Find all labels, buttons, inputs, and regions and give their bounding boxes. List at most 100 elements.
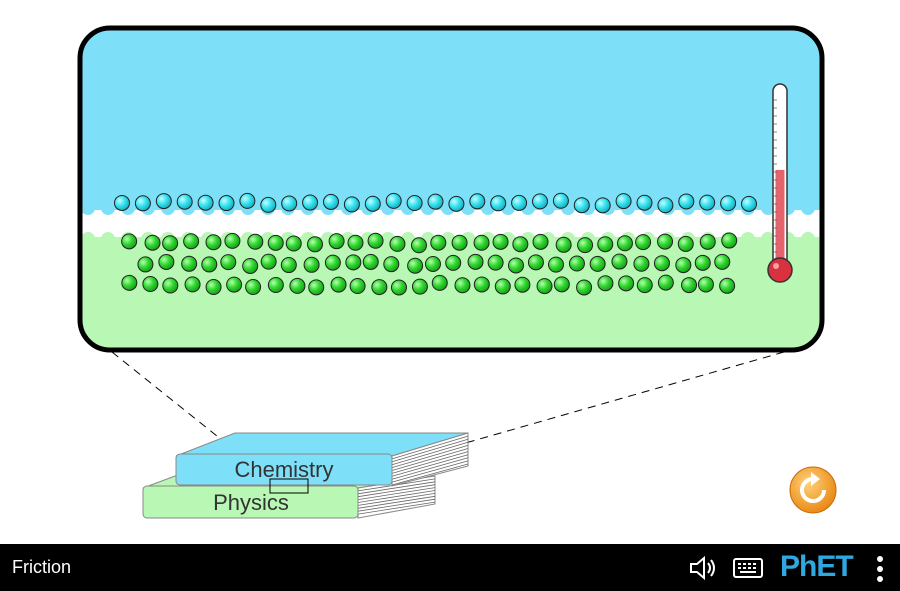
bottom-atom (407, 257, 424, 274)
bottom-atom (681, 277, 698, 294)
top-atom (490, 195, 507, 212)
phet-logo[interactable]: PhET (780, 550, 854, 583)
bottom-atom (121, 233, 138, 250)
top-atom (532, 193, 548, 210)
bottom-atom (473, 276, 490, 293)
bottom-atom (308, 279, 325, 296)
top-atom (239, 192, 256, 209)
bottom-atom (349, 278, 366, 295)
top-atom (218, 195, 235, 212)
bottom-atom (328, 233, 345, 250)
bottom-atom (289, 277, 306, 294)
top-atom (741, 195, 757, 212)
top-atom (469, 193, 486, 210)
bottom-atom (142, 276, 159, 293)
magnified-view (80, 28, 822, 350)
top-atom (281, 195, 298, 212)
bottom-atom (220, 254, 237, 271)
bottom-atom (371, 279, 388, 296)
bottom-atom (636, 277, 653, 294)
bottom-atom (162, 235, 179, 252)
bottom-atom (454, 277, 471, 294)
bottom-atom (577, 237, 594, 254)
top-atom (657, 197, 674, 214)
kebab-menu-icon[interactable] (875, 555, 885, 583)
bottom-atom (362, 253, 379, 270)
bottom-atom (657, 274, 674, 291)
bottom-atom (494, 278, 511, 295)
bottom-atom (633, 255, 650, 272)
top-atom (385, 192, 402, 209)
bottom-atom (205, 234, 222, 251)
bottom-atom (492, 233, 509, 250)
bottom-atom (657, 233, 674, 250)
chemistry-book[interactable]: Chemistry (175, 432, 469, 487)
bottom-atom (285, 235, 302, 252)
bottom-atom (330, 276, 347, 293)
bottom-atom (390, 279, 407, 296)
bottom-atom (611, 253, 628, 270)
bottom-atom (307, 236, 324, 253)
bottom-book-atoms (121, 232, 738, 296)
bottom-atom (597, 236, 614, 253)
reset-icon (789, 466, 837, 514)
top-atom (678, 193, 695, 210)
bottom-atom (183, 233, 200, 250)
keyboard-icon[interactable] (733, 557, 763, 579)
bottom-atom (555, 236, 572, 253)
bottom-atom (137, 256, 154, 273)
bottom-atom (653, 255, 670, 272)
bottom-atom (721, 232, 738, 249)
thermometer (767, 83, 793, 283)
top-atom (615, 193, 632, 210)
physics-book-label: Physics (213, 490, 289, 515)
bottom-atom (451, 234, 468, 251)
bottom-atom (536, 278, 553, 295)
bottom-atom (242, 257, 259, 274)
bottom-atom (267, 276, 284, 293)
bottom-atom (303, 256, 320, 273)
bottom-atom (347, 234, 364, 251)
top-atom (699, 194, 716, 211)
bottom-atom (245, 278, 262, 295)
top-atom (323, 193, 339, 210)
bottom-atom (568, 255, 585, 272)
bottom-atom (184, 276, 201, 293)
bottom-atom (699, 233, 716, 250)
bottom-atom (635, 234, 652, 251)
top-atom (448, 195, 465, 212)
bottom-atom (367, 232, 384, 249)
bottom-atom (144, 234, 161, 251)
bottom-atom (430, 234, 447, 251)
bottom-atom (473, 234, 490, 251)
bottom-atom (553, 276, 570, 293)
top-atom (636, 194, 653, 211)
bottom-atom (324, 254, 341, 271)
bottom-atom (512, 236, 529, 253)
reset-all-button[interactable] (789, 466, 837, 514)
bottom-atom (201, 256, 218, 273)
top-atom (197, 194, 214, 211)
bottom-atom (597, 275, 614, 292)
bottom-atom (345, 254, 362, 271)
bottom-atom (548, 256, 565, 273)
bottom-atom (697, 276, 714, 293)
bottom-atom (205, 279, 222, 296)
bottom-atom (158, 253, 175, 270)
bottom-atom (389, 235, 406, 252)
friction-scene: Physics Chemistry (77, 25, 825, 519)
bottom-atom (411, 278, 428, 295)
sim-title: Friction (12, 557, 72, 577)
top-atom (114, 194, 130, 211)
bottom-atom (677, 235, 694, 252)
top-atom (406, 194, 423, 211)
bottom-atom (383, 256, 400, 273)
top-atom (302, 194, 319, 211)
top-atom (594, 197, 611, 214)
bottom-atom (181, 255, 198, 272)
bottom-atom (224, 232, 241, 249)
bottom-atom (226, 276, 243, 293)
top-atom (155, 193, 172, 210)
speaker-icon[interactable] (688, 554, 718, 582)
top-book-atoms (114, 192, 757, 214)
